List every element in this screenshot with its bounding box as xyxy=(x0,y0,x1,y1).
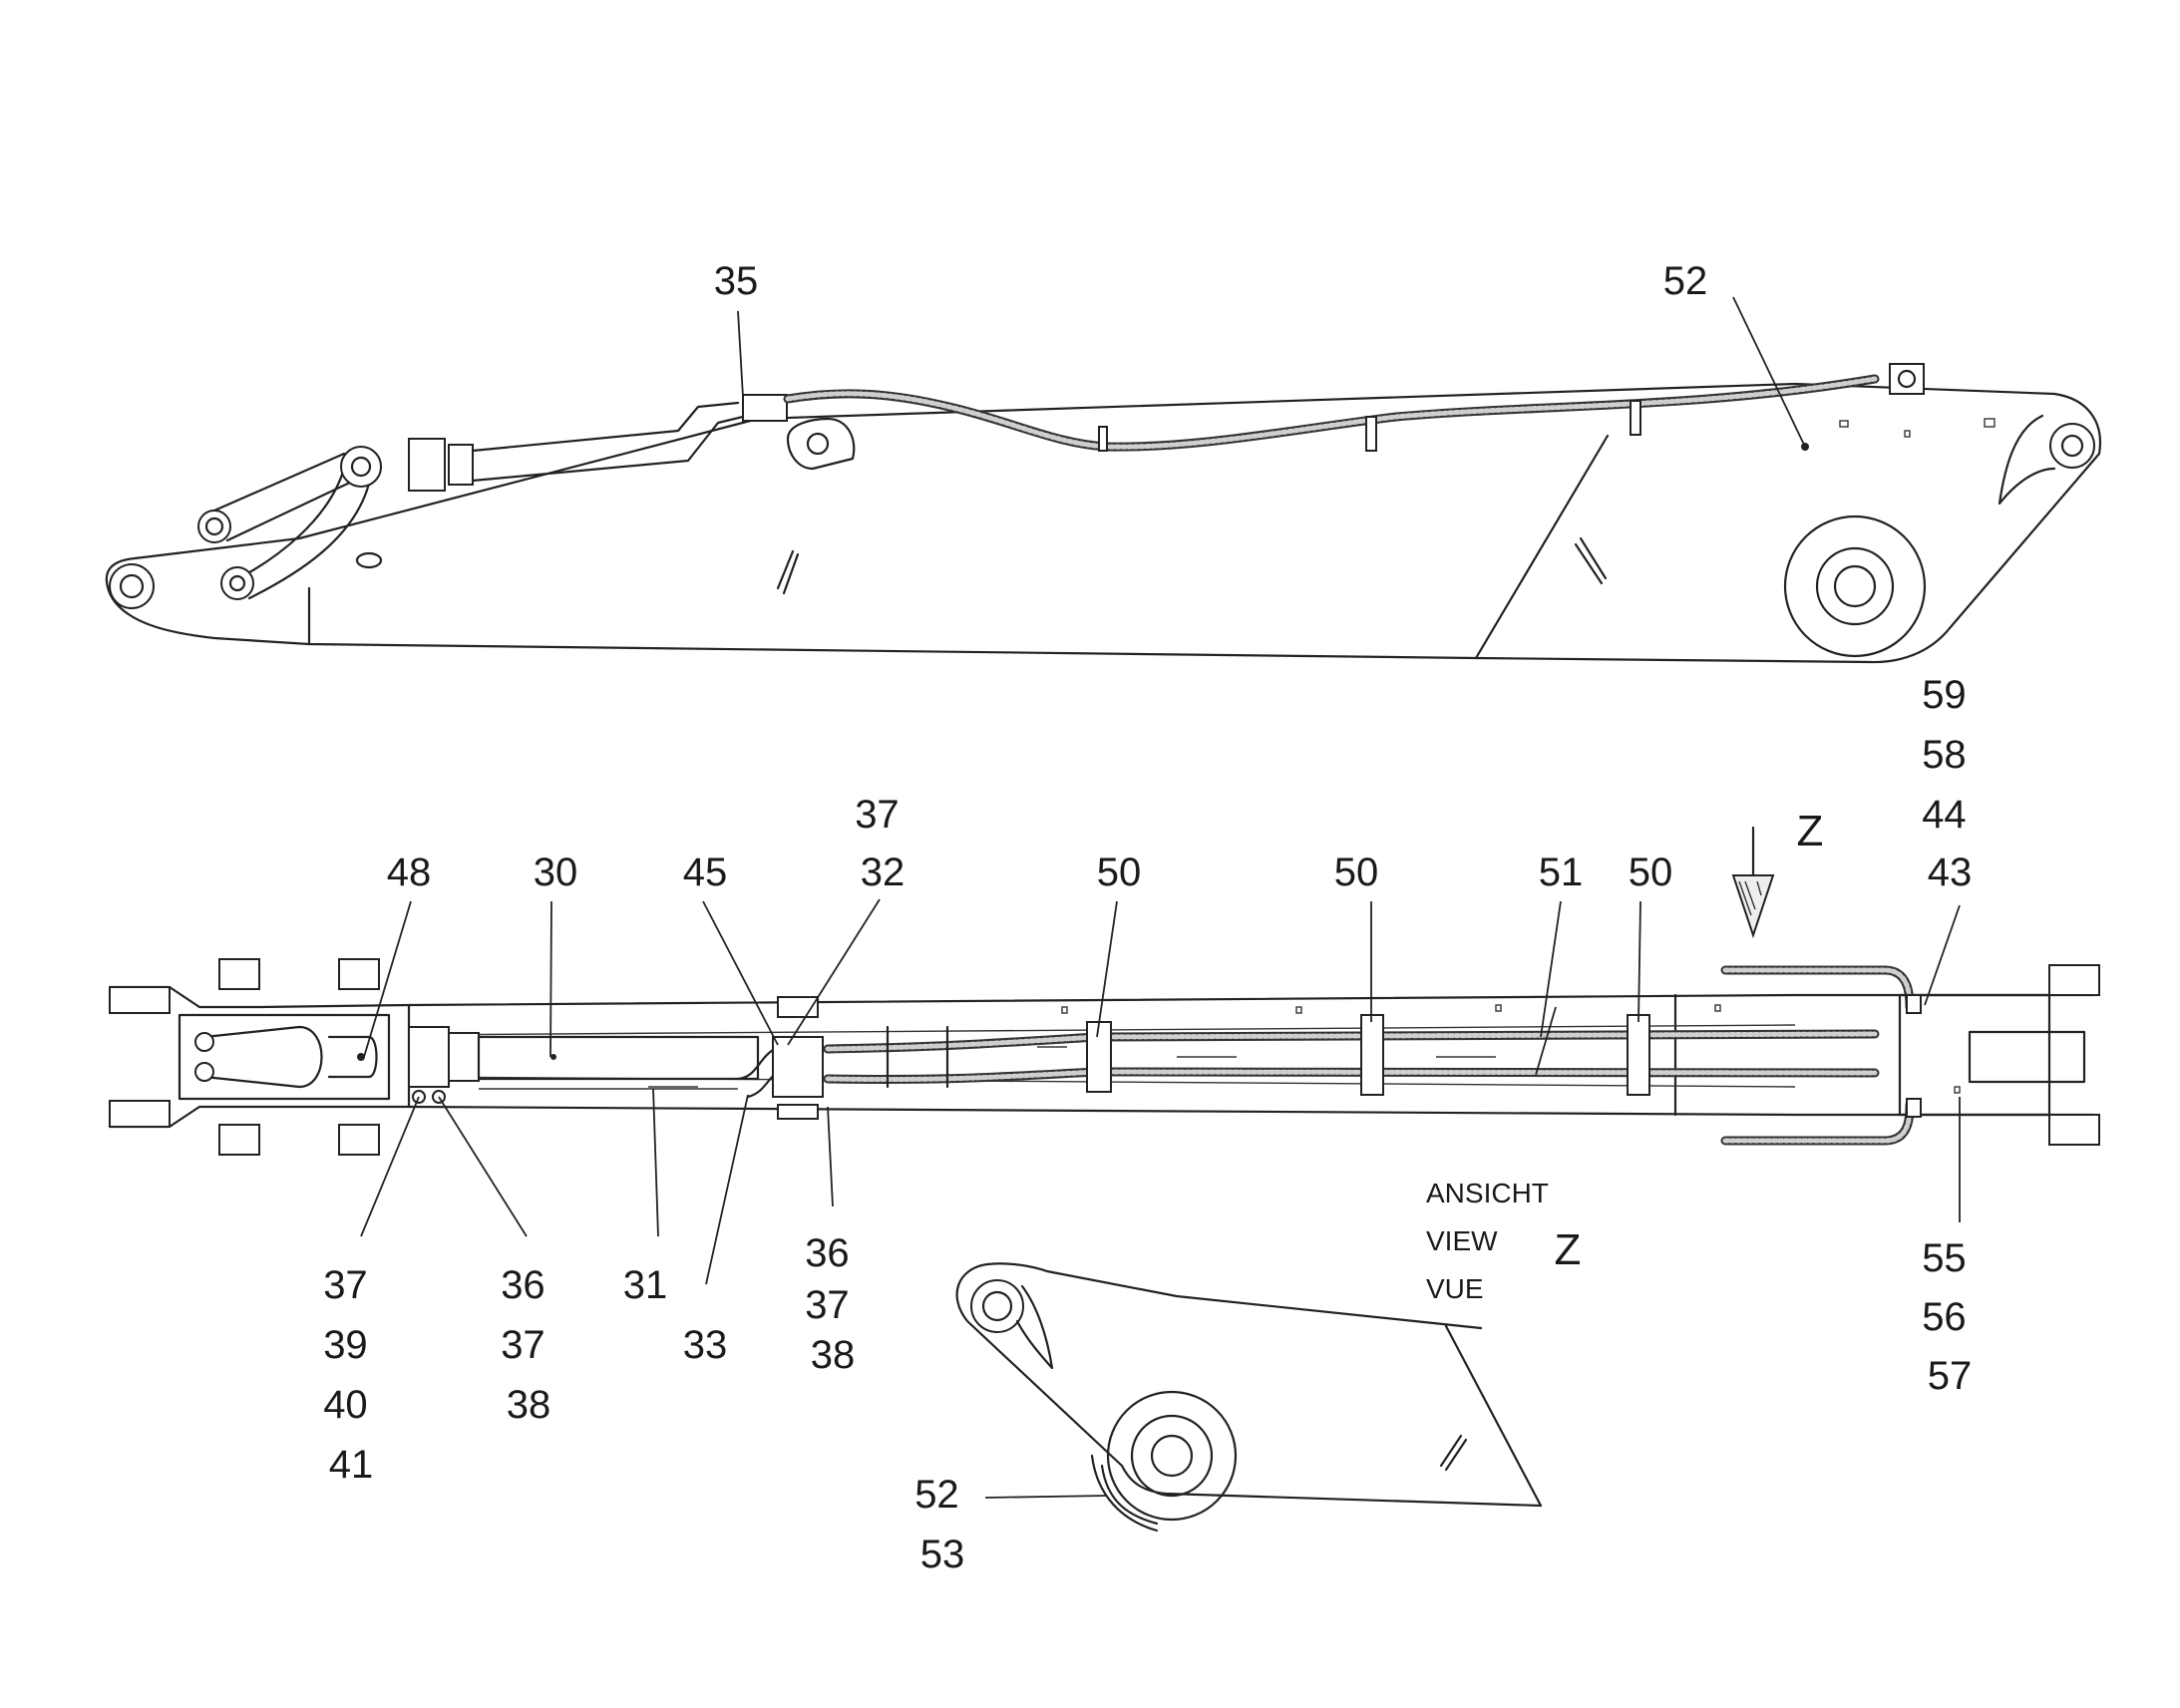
callout-52-53: 52 53 xyxy=(914,1473,970,1576)
callout-36-37-38-b: 36 37 38 xyxy=(805,1231,861,1377)
side-view-boom xyxy=(105,363,2101,664)
callout-50-c: 50 xyxy=(1629,851,1673,894)
view-caption-letter: Z xyxy=(1555,1225,1582,1274)
callout-37-32: 37 32 xyxy=(855,793,910,894)
view-caption: ANSICHT VIEW VUE xyxy=(1426,1178,1556,1304)
top-view-boom xyxy=(108,826,2100,1156)
callout-50-b: 50 xyxy=(1334,851,1379,894)
callout-45: 45 xyxy=(683,851,728,894)
callout-36-37-38: 36 37 38 xyxy=(501,1263,556,1427)
callout-48: 48 xyxy=(387,851,432,894)
view-arrow-z-label: Z xyxy=(1797,807,1824,855)
callout-33: 33 xyxy=(683,1323,728,1367)
leader-lines xyxy=(360,296,1961,1499)
callout-51: 51 xyxy=(1539,851,1584,894)
callout-52-top: 52 xyxy=(1663,259,1708,303)
view-z xyxy=(955,1262,1543,1533)
callout-59-58-44-43: 59 58 44 43 xyxy=(1922,673,1978,894)
callout-31: 31 xyxy=(623,1263,668,1307)
callout-50-a: 50 xyxy=(1097,851,1142,894)
callout-30: 30 xyxy=(534,851,578,894)
callout-35: 35 xyxy=(714,259,759,303)
callout-labels: 35 52 59 58 44 43 37 32 48 30 45 50 50 5… xyxy=(323,259,1978,1576)
callout-55-56-57: 55 56 57 xyxy=(1922,1236,1978,1398)
callout-37-39-40-41: 37 39 40 41 xyxy=(323,1263,379,1487)
